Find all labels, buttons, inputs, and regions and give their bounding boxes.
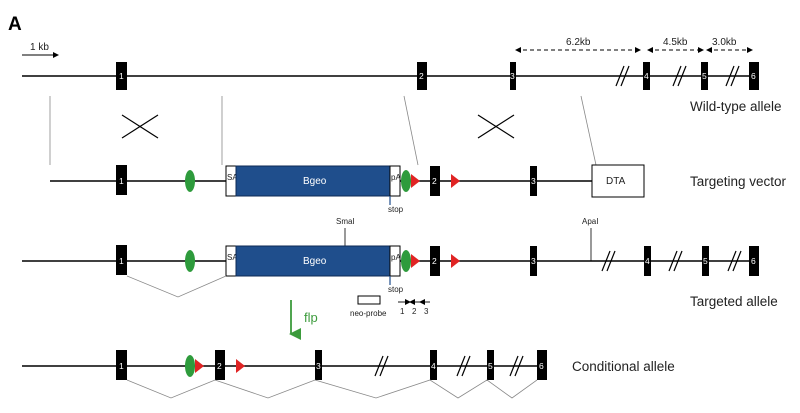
tv-exon-1 [116,165,127,195]
ta-exon-6 [749,246,759,276]
neo-probe-label: neo-probe [350,309,387,318]
conditional-allele: 1 2 3 4 5 6 Conditional allele [22,350,675,399]
tv-pa-box [389,165,401,197]
ta-exon-5 [702,246,709,276]
ta-loxp-site-1 [411,254,420,268]
wt-exon-5-label: 5 [702,71,707,81]
primer-2-label: 2 [412,307,417,316]
row-label-wild-type: Wild-type allele [690,99,782,114]
ca-exon-5-label: 5 [488,361,493,371]
ta-bgeo-cassette [235,245,391,277]
tv-frt-site-2 [401,170,411,192]
ta-frt-site-2 [401,250,411,272]
wt-exon-4 [643,62,650,90]
row-label-conditional: Conditional allele [572,359,675,374]
wt-exon-1 [116,62,127,90]
ca-frt-site [185,355,195,377]
ta-exon-3 [530,246,537,276]
tv-dta-box [591,164,645,198]
ta-exon-1-label: 1 [119,256,124,266]
flp-label: flp [304,310,318,325]
ta-exon-4-label: 4 [645,256,650,266]
panel-label: A [8,14,22,35]
ta-exon-2 [430,246,440,276]
wt-exon-1-label: 1 [119,71,124,81]
ca-loxp-site-1 [195,359,204,373]
neo-probe-box [357,295,381,305]
ta-loxp-site-2 [451,254,460,268]
tv-exon-2-label: 2 [432,176,437,186]
ca-exon-1 [116,350,127,380]
tv-loxp-site-1 [411,174,420,188]
primer-1-label: 1 [400,307,405,316]
ta-exon-4 [644,246,651,276]
crossover-marks [121,114,515,139]
wt-exon-5 [701,62,708,90]
ca-exon-3-label: 3 [316,361,321,371]
ta-splice-line [126,275,227,298]
tv-bgeo-label: Bgeo [303,176,327,187]
primer-3-label: 3 [424,307,429,316]
wild-type-allele: 1 kb 6.2kb 4.5kb 3.0kb 1 2 3 4 5 6 Wild-… [22,37,782,114]
scale-bar-label: 1 kb [30,42,49,53]
distance-label-2: 4.5kb [663,37,688,48]
ca-exon-3 [315,350,322,380]
tv-dta-label: DTA [606,176,626,187]
ta-pa-label: pA [391,253,401,262]
tv-frt-site-1 [185,170,195,192]
wt-exon-3 [510,62,516,90]
homology-guides [49,95,597,166]
distance-label-1: 6.2kb [566,37,591,48]
ta-breaks [601,250,742,272]
ta-frt-site-1 [185,250,195,272]
ca-loxp-site-2 [236,359,245,373]
wt-exon-3-label: 3 [510,71,515,81]
wt-breaks [615,65,740,87]
wt-exon-6-label: 6 [751,71,756,81]
ca-breaks [374,355,524,377]
ca-exon-4 [430,350,437,380]
ca-exon-1-label: 1 [119,361,124,371]
ta-exon-6-label: 6 [751,256,756,266]
wt-exon-6 [749,62,759,90]
targeted-allele: SmaI ApaI 1 SA Bgeo pA stop 2 3 4 5 6 [22,217,778,318]
targeting-vector: 1 SA Bgeo pA stop 2 3 DTA Targeting vect… [50,164,787,214]
wt-exon-2 [417,62,427,90]
wt-exon-4-label: 4 [644,71,649,81]
tv-stop-label: stop [388,205,404,214]
ta-stop-label: stop [388,285,404,294]
ta-sa-label: SA [227,253,238,262]
tv-exon-3-label: 3 [531,176,536,186]
ta-bgeo-label: Bgeo [303,256,327,267]
tv-exon-2 [430,166,440,196]
tv-exon-3 [530,166,537,196]
ta-exon-1 [116,245,127,275]
tv-pa-label: pA [391,173,401,182]
ca-splice-lines [126,379,538,399]
ta-exon-5-label: 5 [703,256,708,266]
row-label-targeted: Targeted allele [690,294,778,309]
ca-exon-4-label: 4 [431,361,436,371]
ca-exon-5 [487,350,494,380]
tv-exon-1-label: 1 [119,176,124,186]
ta-exon-3-label: 3 [531,256,536,266]
smal-site-label: SmaI [336,217,355,226]
row-label-targeting-vector: Targeting vector [690,174,787,189]
tv-sa-label: SA [227,173,238,182]
ca-exon-2 [215,350,225,380]
tv-loxp-site-2 [451,174,460,188]
ca-exon-6-label: 6 [539,361,544,371]
ta-pa-box [389,245,401,277]
apal-site-label: ApaI [582,217,598,226]
ca-exon-6 [537,350,547,380]
ca-exon-2-label: 2 [217,361,222,371]
wt-exon-2-label: 2 [419,71,424,81]
ta-exon-2-label: 2 [432,256,437,266]
distance-label-3: 3.0kb [712,37,737,48]
